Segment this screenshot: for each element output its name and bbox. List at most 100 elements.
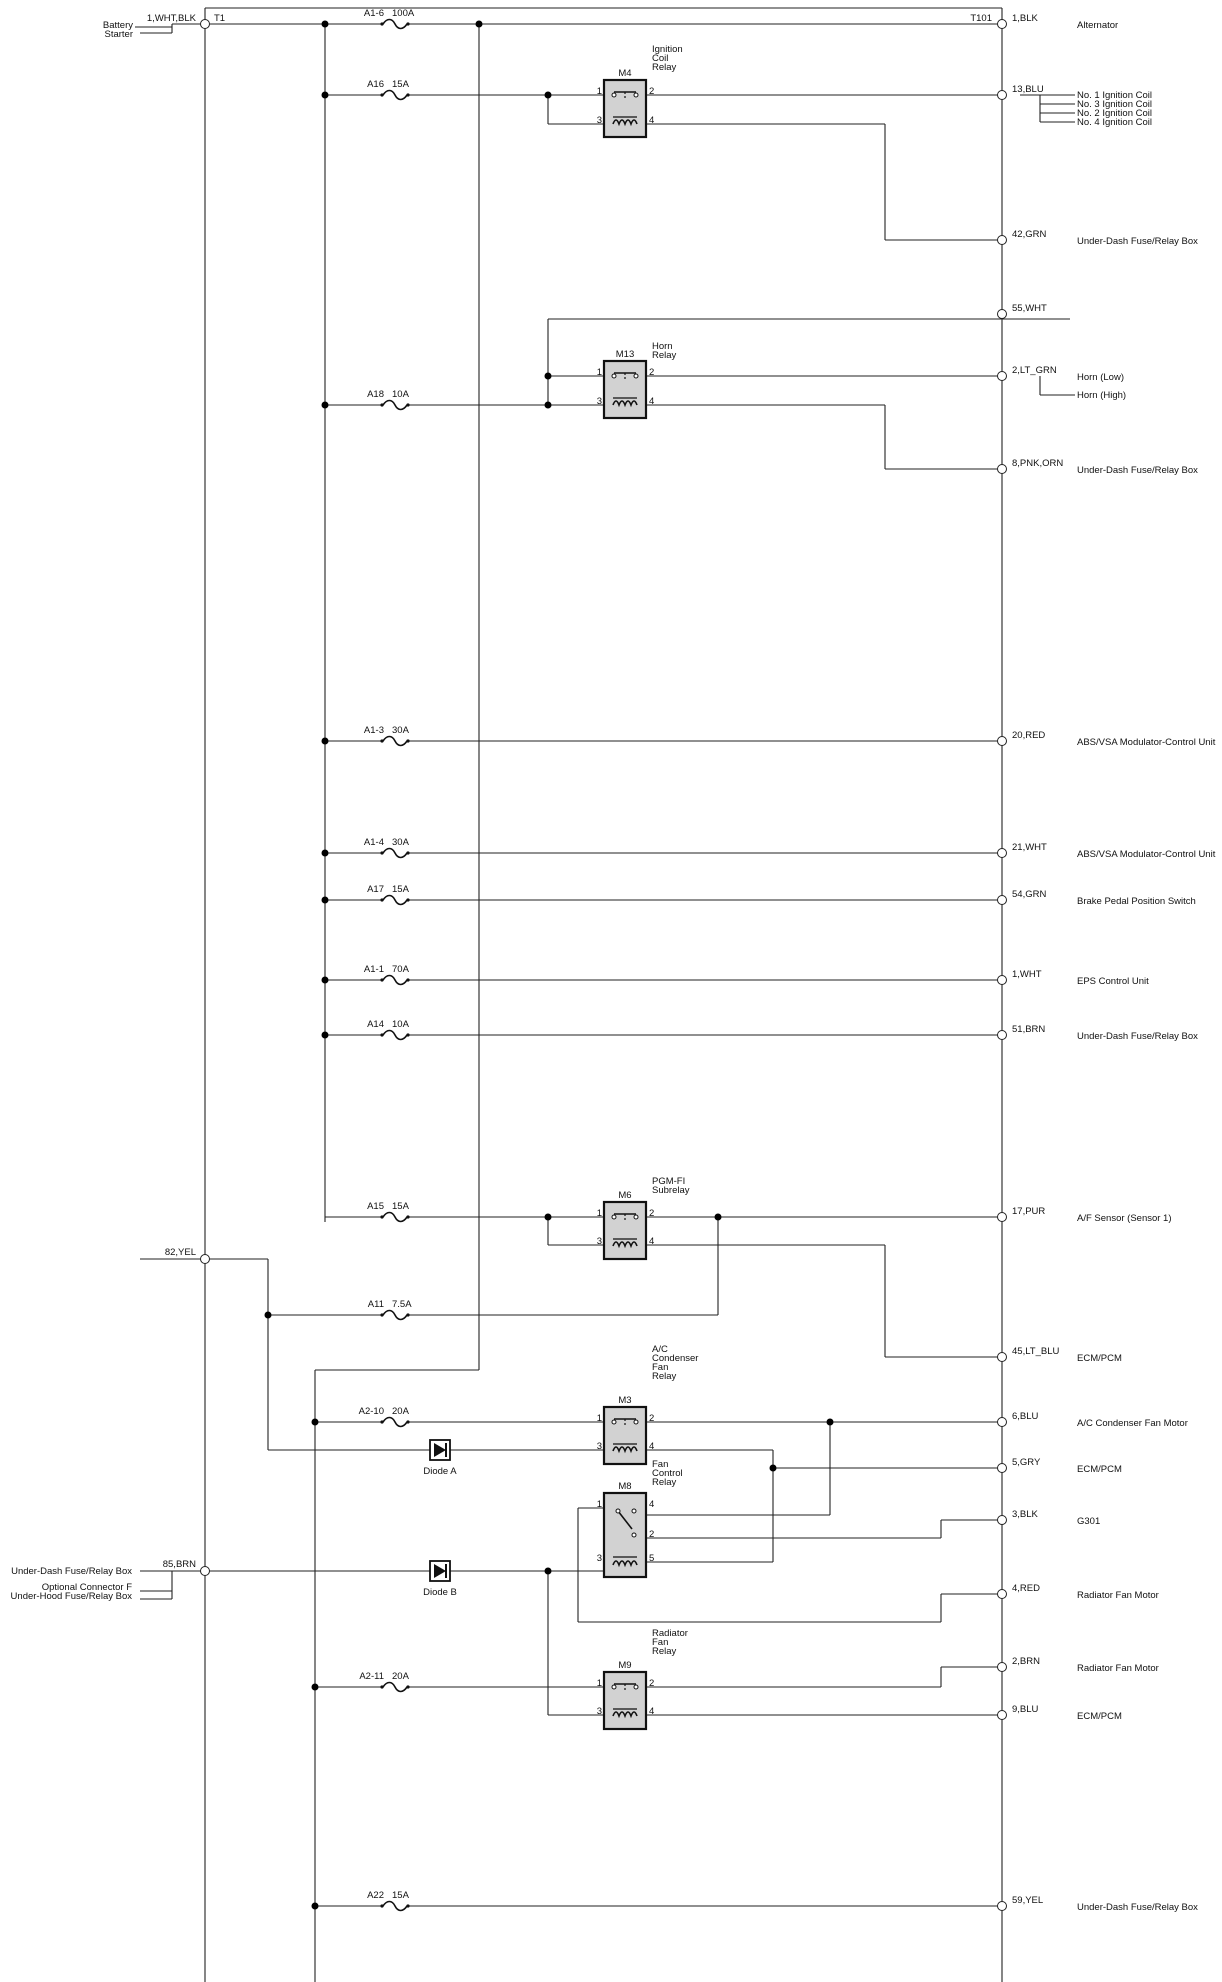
- fuse-rating-label: 100A: [392, 8, 415, 19]
- output-wire-label: 3,BLK: [1012, 1509, 1039, 1520]
- fuse-a1-6: A1-6 100A: [364, 8, 415, 30]
- relay-id-label: M6: [618, 1190, 631, 1201]
- relay-name-line: Subrelay: [652, 1185, 690, 1196]
- fuse-id-label: A16: [367, 79, 384, 90]
- fuse-rating-label: 7.5A: [392, 1299, 412, 1310]
- ignition-coil-2-label: No. 2 Ignition Coil: [1077, 108, 1152, 119]
- diode-b: Diode B: [423, 1560, 457, 1598]
- fuse-rating-label: 10A: [392, 389, 410, 400]
- output-wire-label: 21,WHT: [1012, 842, 1047, 853]
- fuse-id-label: A1-6: [364, 8, 384, 19]
- output-destination-label: Radiator Fan Motor: [1077, 1663, 1159, 1674]
- relay-pin-label: 4: [649, 1441, 654, 1452]
- output-wire-label: 2,LT_GRN: [1012, 365, 1057, 376]
- relay-pin-label: 1: [597, 1413, 602, 1424]
- battery-label: Battery: [103, 20, 133, 31]
- relay-name-line: Condenser: [652, 1353, 698, 1364]
- diode-a-label: Diode A: [423, 1466, 457, 1477]
- fuse-id-label: A2-11: [359, 1671, 384, 1682]
- fuse-rating-label: 20A: [392, 1671, 410, 1682]
- output-wire-label: 1,WHT: [1012, 969, 1042, 980]
- relay-pin-label: 1: [597, 86, 602, 97]
- output-wire-label: 4,RED: [1012, 1583, 1040, 1594]
- fuse-id-label: A22: [367, 1890, 384, 1901]
- t1-wire-label: 1,WHT,BLK: [147, 13, 197, 24]
- relay-name-line: Fan: [652, 1362, 668, 1373]
- fuse-rating-label: 15A: [392, 1890, 410, 1901]
- output-wire-label: 55,WHT: [1012, 303, 1047, 314]
- output-destination-label: Brake Pedal Position Switch: [1077, 896, 1196, 907]
- diode-b-label: Diode B: [423, 1587, 457, 1598]
- relay-pin-label: 3: [597, 396, 602, 407]
- relay-pin-label: 2: [649, 367, 654, 378]
- fuse-id-label: A1-1: [364, 964, 384, 975]
- relay-pin-label: 1: [597, 1208, 602, 1219]
- diode-a: Diode A: [423, 1439, 457, 1477]
- starter-label: Starter: [104, 29, 133, 40]
- output-destination-label: Under-Dash Fuse/Relay Box: [1077, 465, 1198, 476]
- output-connector: 13,BLU: [997, 84, 1044, 100]
- relay-name-line: Horn: [652, 341, 673, 352]
- fuse-rating-label: 70A: [392, 964, 410, 975]
- fuse-a22: A22 15A: [367, 1890, 410, 1912]
- relay-id-label: M3: [618, 1395, 631, 1406]
- output-destination-label: Under-Dash Fuse/Relay Box: [1077, 236, 1198, 247]
- output-wire-label: 51,BRN: [1012, 1024, 1045, 1035]
- fuse-id-label: A14: [367, 1019, 384, 1030]
- ignition-coil-4-label: No. 4 Ignition Coil: [1077, 117, 1152, 128]
- fuse-rating-label: 15A: [392, 79, 410, 90]
- fuse-id-label: A2-10: [359, 1406, 384, 1417]
- underhood-box-label: Under-Hood Fuse/Relay Box: [11, 1591, 133, 1602]
- output-destination-label: ECM/PCM: [1077, 1464, 1122, 1475]
- relay-name-line: Relay: [652, 1646, 677, 1657]
- relay-id-label: M4: [618, 68, 631, 79]
- ignition-coil-1-label: No. 1 Ignition Coil: [1077, 90, 1152, 101]
- relay-pin-label: 2: [649, 86, 654, 97]
- output-destination-label: A/C Condenser Fan Motor: [1077, 1418, 1188, 1429]
- output-connector: 55,WHT: [997, 303, 1047, 319]
- relay-pin-label: 2: [649, 1413, 654, 1424]
- fuse-rating-label: 10A: [392, 1019, 410, 1030]
- output-destination-label: G301: [1077, 1516, 1100, 1527]
- fuse-rating-label: 30A: [392, 837, 410, 848]
- output-wire-label: 17,PUR: [1012, 1206, 1045, 1217]
- relay-pin-label: 3: [597, 1553, 602, 1564]
- output-wire-label: 6,BLU: [1012, 1411, 1039, 1422]
- output-destination-label: A/F Sensor (Sensor 1): [1077, 1213, 1172, 1224]
- output-wire-label: 20,RED: [1012, 730, 1045, 741]
- ignition-coil-labels: No. 1 Ignition Coil No. 3 Ignition Coil …: [1077, 90, 1152, 128]
- relay-pin-label: 4: [649, 115, 654, 126]
- fuse-rating-label: 30A: [392, 725, 410, 736]
- relay-pin-label: 2: [649, 1208, 654, 1219]
- underdash-box-left-label: Under-Dash Fuse/Relay Box: [11, 1566, 132, 1577]
- fuse-a2-11: A2-11 20A: [359, 1671, 410, 1693]
- relay-pin-label: 1: [597, 1499, 602, 1510]
- relay-id-label: M13: [616, 349, 634, 360]
- relay-pin-label: 1: [597, 1678, 602, 1689]
- output-destination-label: Under-Dash Fuse/Relay Box: [1077, 1902, 1198, 1913]
- fuse-id-label: A1-4: [364, 837, 384, 848]
- output-connector: 3,BLK G301: [997, 1509, 1100, 1527]
- relay-pin-label: 1: [597, 367, 602, 378]
- relay-pin-label: 4: [649, 1499, 654, 1510]
